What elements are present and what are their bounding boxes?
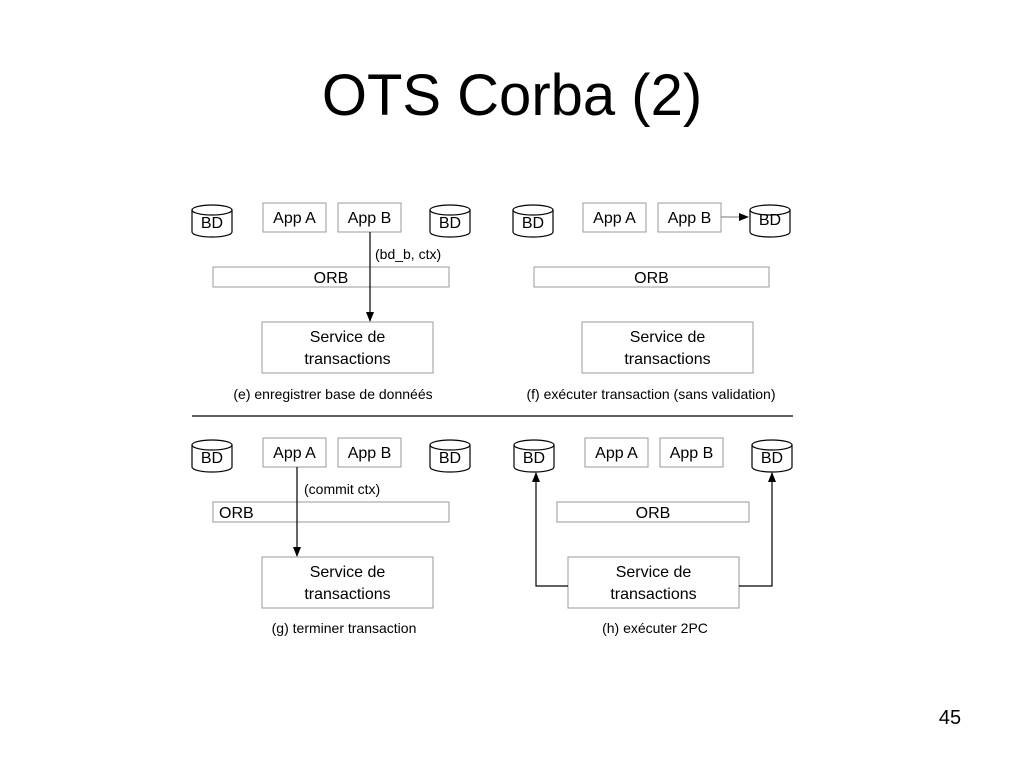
- page-number: 45: [938, 707, 962, 729]
- app-b-box-e: App B: [337, 202, 402, 233]
- arrow-label-e: (bd_b, ctx): [375, 246, 441, 262]
- db-label: BD: [761, 450, 783, 467]
- db-cylinder-h-right: BD: [751, 439, 793, 473]
- db-cylinder-h-left: BD: [513, 439, 555, 473]
- service-box-e: Service de transactions: [261, 321, 434, 374]
- service-box-h: Service de transactions: [567, 556, 740, 609]
- app-a-box-h: App A: [584, 437, 649, 468]
- orb-bar-h: ORB: [556, 501, 750, 523]
- db-cylinder-g-right: BD: [429, 439, 471, 473]
- db-label: BD: [523, 450, 545, 467]
- arrow-service-to-db-right-h: [739, 472, 776, 587]
- orb-bar-f: ORB: [533, 266, 770, 288]
- service-label-line1: Service de: [310, 329, 386, 346]
- caption-e: (e) enregistrer base de donnéés: [233, 386, 432, 402]
- app-a-label: App A: [273, 210, 316, 227]
- db-label: BD: [522, 215, 544, 232]
- panel-f: BD App A App B BD ORB Service de transac…: [512, 202, 791, 402]
- service-label-line2: transactions: [304, 351, 390, 368]
- db-label: BD: [439, 215, 461, 232]
- app-b-box-h: App B: [659, 437, 724, 468]
- service-label-line2: transactions: [624, 351, 710, 368]
- db-label: BD: [759, 212, 781, 229]
- service-label-line2: transactions: [304, 586, 390, 603]
- db-label: BD: [201, 215, 223, 232]
- db-label: BD: [439, 450, 461, 467]
- app-a-box-g: App A: [262, 437, 327, 468]
- service-label-line1: Service de: [310, 564, 386, 581]
- service-box-f: Service de transactions: [581, 321, 754, 374]
- service-label-line1: Service de: [630, 329, 706, 346]
- db-cylinder-e-right: BD: [429, 204, 471, 238]
- app-b-label: App B: [670, 445, 714, 462]
- app-a-box-e: App A: [262, 202, 327, 233]
- db-cylinder-e-left: BD: [191, 204, 233, 238]
- app-a-box-f: App A: [582, 202, 647, 233]
- panel-e: BD App A App B BD (bd_b, ctx) ORB Servic…: [191, 202, 471, 402]
- app-b-box-f: App B: [657, 202, 722, 233]
- orb-label: ORB: [636, 505, 671, 522]
- app-b-label: App B: [668, 210, 712, 227]
- app-b-box-g: App B: [337, 437, 402, 468]
- orb-label: ORB: [314, 270, 349, 287]
- app-a-label: App A: [273, 445, 316, 462]
- caption-g: (g) terminer transaction: [272, 620, 417, 636]
- arrow-service-to-db-left-h: [532, 472, 568, 587]
- app-a-label: App A: [593, 210, 636, 227]
- service-label-line1: Service de: [616, 564, 692, 581]
- db-cylinder-f-left: BD: [512, 204, 554, 238]
- orb-label: ORB: [219, 505, 254, 522]
- caption-f: (f) exécuter transaction (sans validatio…: [527, 386, 776, 402]
- caption-h: (h) exécuter 2PC: [602, 620, 708, 636]
- orb-bar-g: ORB: [212, 501, 450, 523]
- app-a-label: App A: [595, 445, 638, 462]
- orb-label: ORB: [634, 270, 669, 287]
- slide-title: OTS Corba (2): [321, 63, 703, 128]
- app-b-label: App B: [348, 445, 392, 462]
- arrow-label-g: (commit ctx): [304, 481, 380, 497]
- db-label: BD: [201, 450, 223, 467]
- orb-bar-e: ORB: [212, 266, 450, 288]
- service-box-g: Service de transactions: [261, 556, 434, 609]
- panel-g: BD App A App B BD (commit ctx) ORB Servi…: [191, 437, 471, 636]
- service-label-line2: transactions: [610, 586, 696, 603]
- db-cylinder-g-left: BD: [191, 439, 233, 473]
- db-cylinder-f-right: BD: [749, 204, 791, 238]
- panel-h: BD App A App B BD ORB Service de transac…: [513, 437, 793, 636]
- app-b-label: App B: [348, 210, 392, 227]
